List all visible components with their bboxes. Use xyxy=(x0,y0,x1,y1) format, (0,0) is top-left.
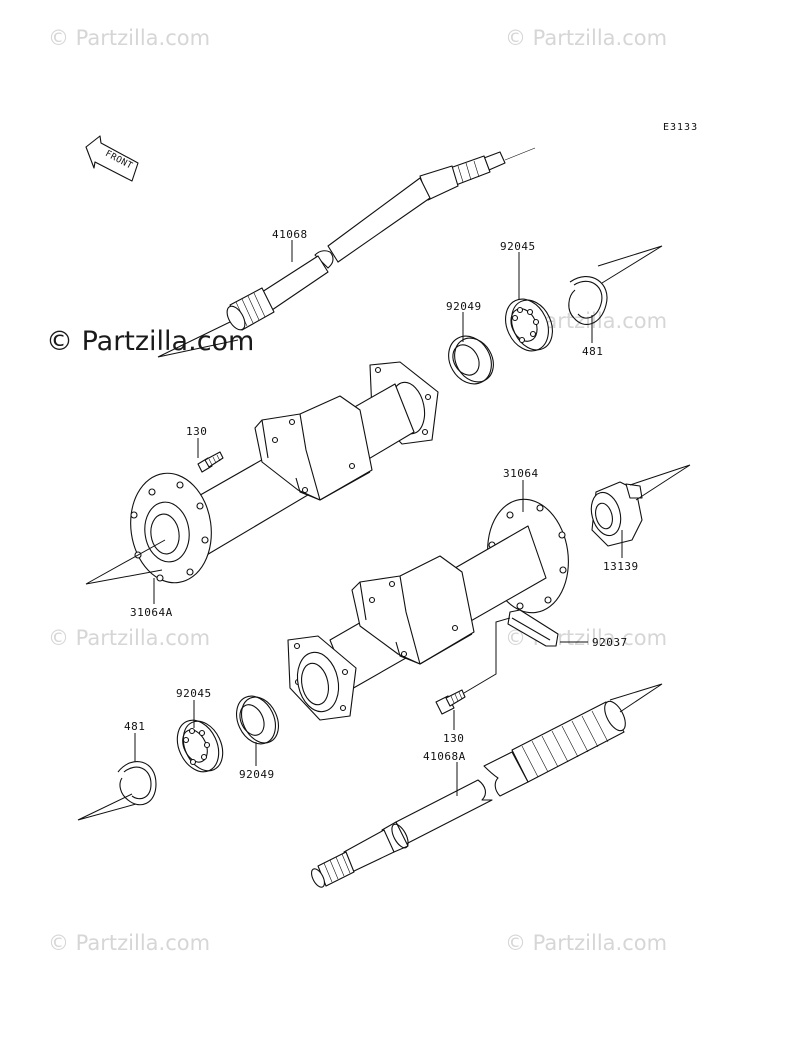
watermark-large: © Partzilla.com xyxy=(46,326,254,357)
part-label-breather-tube[interactable]: 92037 xyxy=(592,636,628,649)
bearing-upper-part xyxy=(505,298,553,352)
front-arrow-icon: FRONT xyxy=(85,135,139,182)
part-label-bearing-upper[interactable]: 92045 xyxy=(500,240,536,253)
part-label-circlip-upper[interactable]: 481 xyxy=(582,345,603,358)
watermark-top-right: © Partzilla.com xyxy=(505,26,667,50)
watermark-bottom-right: © Partzilla.com xyxy=(505,931,667,955)
part-label-circlip-lower[interactable]: 481 xyxy=(124,720,145,733)
part-label-housing-right[interactable]: 31064 xyxy=(503,467,539,480)
part-label-bearing-lower[interactable]: 92045 xyxy=(176,687,212,700)
watermark-lower-left: © Partzilla.com xyxy=(48,626,210,650)
part-label-oil-seal-lower[interactable]: 92049 xyxy=(239,768,275,781)
part-label-hub-nut[interactable]: 13139 xyxy=(603,560,639,573)
bolt-lower-part xyxy=(435,689,466,715)
bolt-upper-part xyxy=(197,451,224,473)
axle-housing-left-part xyxy=(85,361,439,585)
part-label-housing-left[interactable]: 31064A xyxy=(130,606,173,619)
hub-nut-part xyxy=(590,464,691,547)
oil-seal-lower-part xyxy=(236,695,279,745)
diagram-code: E3133 xyxy=(663,122,698,133)
watermark-bottom-left: © Partzilla.com xyxy=(48,931,210,955)
watermark-top-left: © Partzilla.com xyxy=(48,26,210,50)
axle-shaft-upper-part xyxy=(157,147,536,358)
bearing-lower-part xyxy=(176,719,224,773)
part-label-bolt-lower[interactable]: 130 xyxy=(443,732,464,745)
leader-lines xyxy=(134,240,623,796)
axle-shaft-lower-part xyxy=(311,683,663,888)
axle-housing-right-part xyxy=(287,498,569,721)
part-label-axle-shaft-lower[interactable]: 41068A xyxy=(423,750,466,763)
part-label-axle-shaft-upper[interactable]: 41068 xyxy=(272,228,308,241)
part-label-bolt-upper[interactable]: 130 xyxy=(186,425,207,438)
oil-seal-upper-part xyxy=(448,335,494,385)
part-label-oil-seal-upper[interactable]: 92049 xyxy=(446,300,482,313)
circlip-upper-part xyxy=(568,245,663,325)
circlip-lower-part xyxy=(77,761,157,821)
breather-tube-part xyxy=(507,609,559,647)
